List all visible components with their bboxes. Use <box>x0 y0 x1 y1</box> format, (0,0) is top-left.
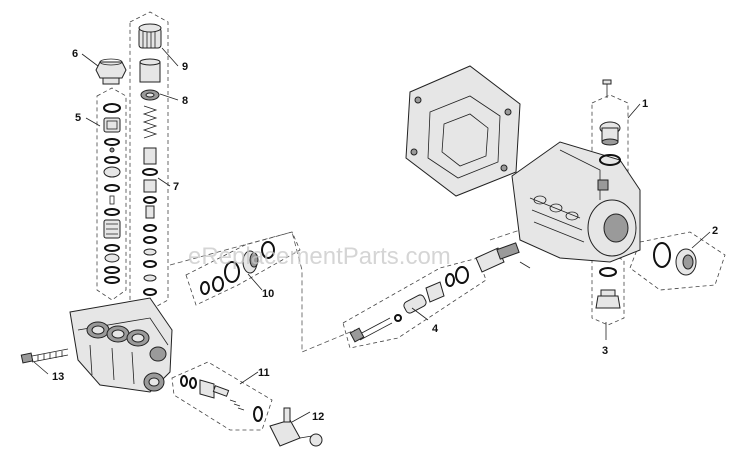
watermark-text: eReplacementParts.com <box>188 243 451 270</box>
bolt-part-13 <box>20 348 69 364</box>
callout-3: 3 <box>602 345 608 357</box>
callout-10: 10 <box>262 288 274 300</box>
leader-6 <box>81 53 99 67</box>
valve-stack-part-5 <box>103 103 121 284</box>
leader-7 <box>157 177 171 187</box>
assembly-line-head-to-crankcase <box>169 231 356 353</box>
fitting-part-12 <box>269 407 323 447</box>
callout-12: 12 <box>312 411 324 423</box>
callout-13: 13 <box>52 371 64 383</box>
callout-1: 1 <box>642 98 648 110</box>
leader-5 <box>85 117 101 127</box>
rear-cover-plate <box>405 65 521 197</box>
leader-11 <box>239 371 259 385</box>
callout-6: 6 <box>72 48 78 60</box>
group-outline-valve-stack-left <box>96 87 127 301</box>
plunger-part <box>475 242 531 273</box>
seal-kit-part-10 <box>200 241 275 295</box>
callout-8: 8 <box>182 95 188 107</box>
leader-9 <box>161 47 179 67</box>
fitting-part-6 <box>95 58 127 85</box>
crankcase-housing <box>511 141 641 263</box>
leader-13 <box>33 361 49 375</box>
leader-1 <box>627 103 641 119</box>
leader-12 <box>291 411 311 423</box>
valve-stack-part-7-8-9 <box>138 23 162 296</box>
callout-2: 2 <box>712 225 718 237</box>
callout-11: 11 <box>258 367 270 379</box>
plunger-kit-part-4 <box>349 266 469 343</box>
unloader-part-11 <box>180 375 263 422</box>
callout-9: 9 <box>182 61 188 73</box>
pump-manifold-part <box>69 297 173 393</box>
leader-10 <box>247 273 263 291</box>
leader-8 <box>159 93 179 101</box>
callout-5: 5 <box>75 112 81 124</box>
group-outline-valve-stack-right <box>129 11 169 311</box>
leader-4 <box>411 307 429 321</box>
callout-7: 7 <box>173 181 179 193</box>
drain-plug-part-3 <box>595 267 621 309</box>
oil-cap-part-1 <box>599 79 621 166</box>
bearing-cap-part-2 <box>653 242 697 276</box>
group-outline-seal-kit <box>185 231 301 306</box>
leader-2 <box>691 231 711 249</box>
group-outline-bearing-kit <box>629 231 726 291</box>
callout-4: 4 <box>432 323 439 335</box>
